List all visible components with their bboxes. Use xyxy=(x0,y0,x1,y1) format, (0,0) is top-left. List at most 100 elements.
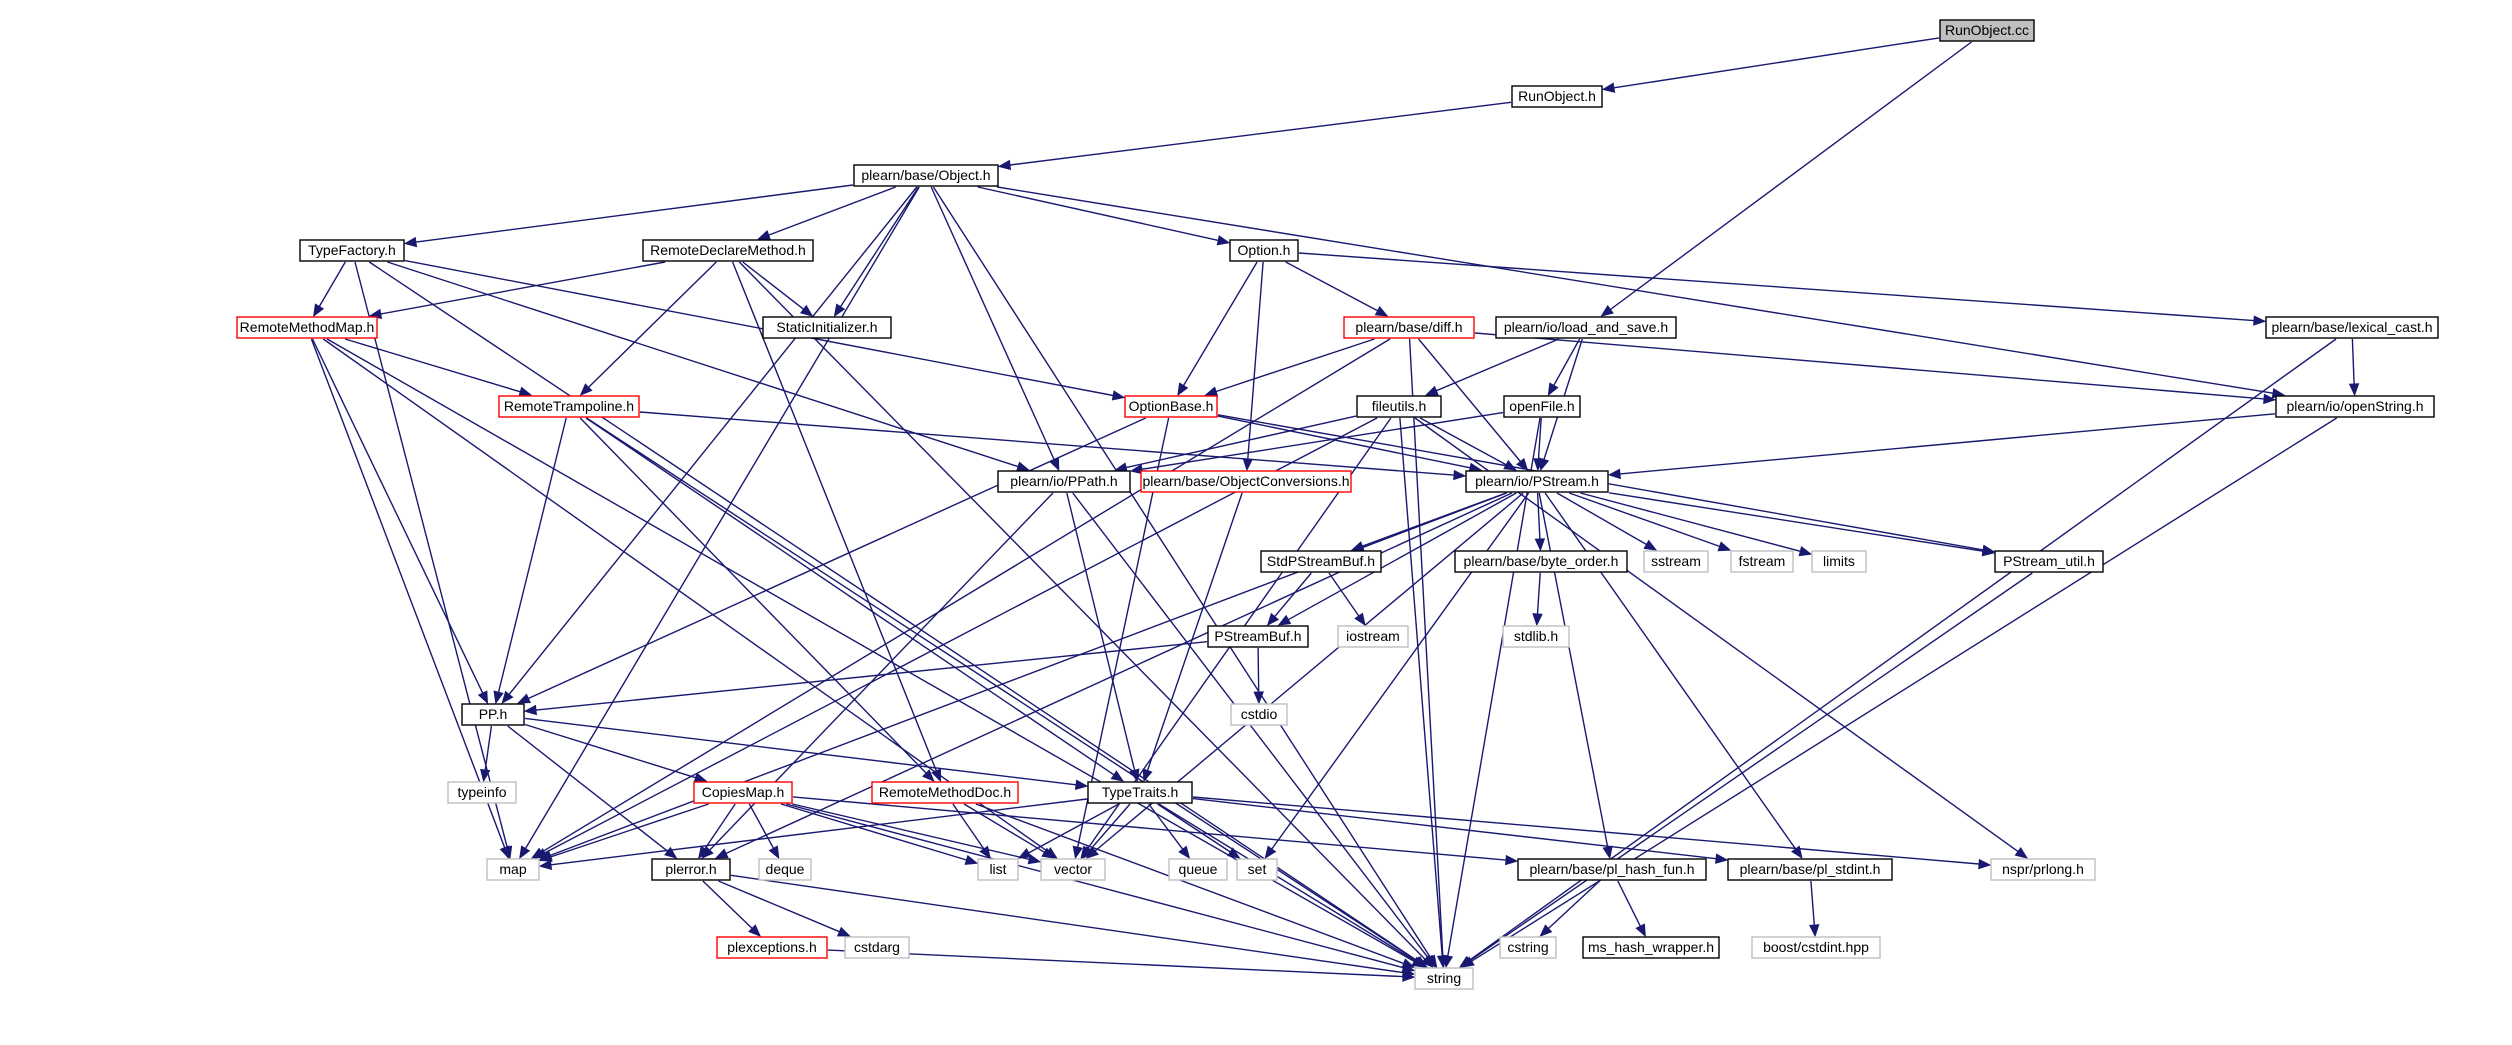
node-label: plearn/base/lexical_cast.h xyxy=(2271,319,2432,335)
node-stdpstreambuf-h[interactable]: StdPStreamBuf.h xyxy=(1260,550,1382,573)
node-objectconversions-h[interactable]: plearn/base/ObjectConversions.h xyxy=(1140,470,1352,493)
node-box xyxy=(1230,703,1288,726)
node-label: plearn/io/PStream.h xyxy=(1475,473,1599,489)
node-copiesmap-h[interactable]: CopiesMap.h xyxy=(693,781,793,804)
arrowhead-icon xyxy=(499,845,510,860)
node-box xyxy=(1503,395,1581,418)
node-box xyxy=(651,858,731,881)
arrowhead-icon xyxy=(1041,847,1056,859)
node-openfile-h[interactable]: openFile.h xyxy=(1503,395,1581,418)
node-load-and-save-h[interactable]: plearn/io/load_and_save.h xyxy=(1495,316,1677,339)
edge-line xyxy=(1608,492,1984,552)
edge-line xyxy=(1066,492,1136,771)
node-ppath-h[interactable]: plearn/io/PPath.h xyxy=(997,470,1131,493)
edge-line xyxy=(368,261,1418,962)
edge-line xyxy=(1285,261,1378,312)
node-label: plearn/io/openString.h xyxy=(2287,398,2424,414)
node-remotemethodmap-h[interactable]: RemoteMethodMap.h xyxy=(236,316,378,339)
node-cstdarg: cstdarg xyxy=(844,936,910,959)
node-remotetrampoline-h[interactable]: RemoteTrampoline.h xyxy=(498,395,640,418)
node-pstream-util-h[interactable]: PStream_util.h xyxy=(1994,550,2104,573)
edge-line xyxy=(310,338,506,848)
edge-line xyxy=(1609,41,1972,311)
edge-line xyxy=(792,803,1030,860)
node-optionbase-h[interactable]: OptionBase.h xyxy=(1124,395,1218,418)
edge-diff-h-to-optionbase-h xyxy=(1204,338,1375,397)
node-staticinitializer-h[interactable]: StaticInitializer.h xyxy=(762,316,892,339)
arrowhead-icon xyxy=(1809,924,1820,938)
node-pstream-h[interactable]: plearn/io/PStream.h xyxy=(1465,470,1609,493)
node-runobject-cc[interactable]: RunObject.cc xyxy=(1939,19,2035,42)
arrowhead-icon xyxy=(1264,845,1277,860)
edge-fileutils-h-to-pstream-h xyxy=(1419,417,1517,471)
node-box xyxy=(844,936,910,959)
node-label: plerror.h xyxy=(665,861,716,877)
edge-pstream-h-to-pstreambuf-h xyxy=(1277,492,1517,626)
edge-remotemethodmap-h-to-pp-h xyxy=(311,338,489,705)
node-fileutils-h[interactable]: fileutils.h xyxy=(1356,395,1442,418)
edge-line xyxy=(748,803,775,849)
node-typefactory-h[interactable]: TypeFactory.h xyxy=(299,239,405,262)
node-option-h[interactable]: Option.h xyxy=(1229,239,1299,262)
node-byte-order-h[interactable]: plearn/base/byte_order.h xyxy=(1454,550,1628,573)
node-vector: vector xyxy=(1040,858,1106,881)
edge-remotetrampoline-h-to-remotemethoddoc-h xyxy=(579,417,935,782)
edge-line xyxy=(1619,413,2276,475)
edge-fileutils-h-to-string xyxy=(1399,417,1448,969)
node-prlong-h: nspr/prlong.h xyxy=(1990,858,2096,881)
node-label: plearn/base/byte_order.h xyxy=(1464,553,1619,569)
edge-remotemethodmap-h-to-vector xyxy=(322,338,1058,859)
arrowhead-icon xyxy=(1715,853,1729,864)
node-remotemethoddoc-h[interactable]: RemoteMethodDoc.h xyxy=(871,781,1019,804)
edge-option-h-to-diff-h xyxy=(1285,261,1389,317)
node-plexceptions-h[interactable]: plexceptions.h xyxy=(716,936,828,959)
node-box xyxy=(1751,936,1881,959)
node-pl-stdint-h[interactable]: plearn/base/pl_stdint.h xyxy=(1727,858,1893,881)
node-deque: deque xyxy=(758,858,812,881)
edge-object-h-to-remotedeclaremethod-h xyxy=(757,186,896,240)
edge-typetraits-h-to-list xyxy=(1017,803,1120,859)
arrowhead-icon xyxy=(1129,463,1144,475)
node-runobject-h[interactable]: RunObject.h xyxy=(1511,85,1603,108)
node-pstreambuf-h[interactable]: PStreamBuf.h xyxy=(1207,625,1309,648)
edge-line xyxy=(977,186,1219,242)
node-label: plearn/base/diff.h xyxy=(1355,319,1462,335)
edge-remotetrampoline-h-to-pp-h xyxy=(493,417,567,705)
node-label: fileutils.h xyxy=(1372,398,1426,414)
arrowhead-icon xyxy=(1981,545,1996,557)
node-lexical-cast-h[interactable]: plearn/base/lexical_cast.h xyxy=(2265,316,2439,339)
node-box xyxy=(997,470,1131,493)
edge-line xyxy=(1287,492,1517,621)
node-typetraits-h[interactable]: TypeTraits.h xyxy=(1087,781,1193,804)
node-ms-hash-wrapper-h[interactable]: ms_hash_wrapper.h xyxy=(1582,936,1720,959)
arrowhead-icon xyxy=(1204,386,1219,397)
arrowhead-icon xyxy=(1532,613,1543,627)
edge-copiesmap-h-to-plerror-h xyxy=(698,803,736,860)
node-openstring-h[interactable]: plearn/io/openString.h xyxy=(2275,395,2435,418)
edge-line xyxy=(1436,338,1560,392)
edge-typefactory-h-to-remotemethodmap-h xyxy=(313,261,346,318)
node-box xyxy=(299,239,405,262)
node-pp-h[interactable]: PP.h xyxy=(461,703,525,726)
arrowhead-icon xyxy=(523,704,537,716)
edge-line xyxy=(1447,417,1541,957)
node-remotedeclaremethod-h[interactable]: RemoteDeclareMethod.h xyxy=(642,239,814,262)
edge-object-h-to-option-h xyxy=(977,186,1231,246)
edge-lexical-cast-h-to-openstring-h xyxy=(2348,338,2360,397)
node-box xyxy=(236,316,378,339)
node-box xyxy=(1994,550,2104,573)
arrowhead-icon xyxy=(2014,847,2029,859)
node-box xyxy=(486,858,540,881)
edge-line xyxy=(731,261,937,772)
edge-line xyxy=(528,417,1146,700)
arrowhead-icon xyxy=(1253,691,1264,705)
node-label: PStreamBuf.h xyxy=(1214,628,1301,644)
node-object-h[interactable]: plearn/base/Object.h xyxy=(853,164,999,187)
node-plerror-h[interactable]: plerror.h xyxy=(651,858,731,881)
node-pl-hash-fun-h[interactable]: plearn/base/pl_hash_fun.h xyxy=(1517,858,1707,881)
edge-line xyxy=(1158,803,1417,962)
node-diff-h[interactable]: plearn/base/diff.h xyxy=(1343,316,1475,339)
edge-stdpstreambuf-h-to-iostream xyxy=(1328,572,1366,627)
arrowhead-icon xyxy=(501,690,514,705)
node-label: RunObject.cc xyxy=(1945,22,2029,38)
